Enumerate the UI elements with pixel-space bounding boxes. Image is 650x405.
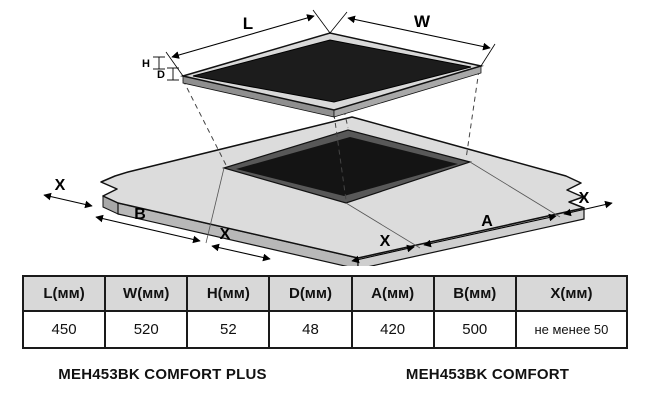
dim-label-x-bottom-left: X: [220, 226, 231, 243]
dim-label-h: H: [142, 58, 150, 70]
table-value-cell: 420: [350, 310, 435, 349]
dim-label-x-left: X: [55, 177, 66, 194]
dimensions-table: L(мм) W(мм) H(мм) D(мм) A(мм) B(мм) X(мм…: [21, 275, 629, 349]
dim-label-l: L: [243, 14, 253, 33]
table-value-row: 450 520 52 48 420 500 не менее 50: [21, 310, 629, 349]
table-header-cell: L(мм): [21, 275, 107, 312]
table-value-cell: 450: [21, 310, 107, 349]
table-value-cell: не менее 50: [514, 310, 629, 349]
model-name-left: MEH453BK COMFORT PLUS: [58, 366, 267, 383]
dimensions-table-wrap: L(мм) W(мм) H(мм) D(мм) A(мм) B(мм) X(мм…: [0, 275, 650, 349]
dim-label-d: D: [157, 69, 165, 81]
table-value-cell: 48: [268, 310, 353, 349]
table-value-cell: 520: [104, 310, 189, 349]
cooktop: [180, 32, 484, 118]
installation-diagram: L W H D X B X X A X: [43, 9, 613, 270]
table-header-row: L(мм) W(мм) H(мм) D(мм) A(мм) B(мм) X(мм…: [21, 275, 629, 312]
table-value-cell: 500: [432, 310, 517, 349]
dim-label-x-bottom-center: X: [380, 233, 391, 250]
dim-label-w: W: [414, 12, 431, 31]
extension-lines: [205, 161, 561, 249]
table-value-cell: 52: [186, 310, 271, 349]
table-header-cell: D(мм): [268, 275, 353, 312]
dim-label-a: A: [481, 213, 493, 230]
countertop-dim-lines: [43, 192, 613, 264]
dim-label-x-right: X: [579, 190, 590, 207]
table-header-cell: W(мм): [104, 275, 189, 312]
cooktop-dim-lines: [153, 9, 496, 81]
model-name-right: MEH453BK COMFORT: [405, 366, 570, 383]
model-names: MEH453BK COMFORT PLUS MEH453BK COMFORT: [0, 366, 650, 383]
table-header-cell: H(мм): [186, 275, 271, 312]
table-header-cell: A(мм): [350, 275, 435, 312]
table-header-cell: X(мм): [514, 275, 629, 312]
table-header-cell: B(мм): [432, 275, 517, 312]
dim-label-b: B: [134, 206, 146, 223]
countertop: [100, 116, 585, 270]
